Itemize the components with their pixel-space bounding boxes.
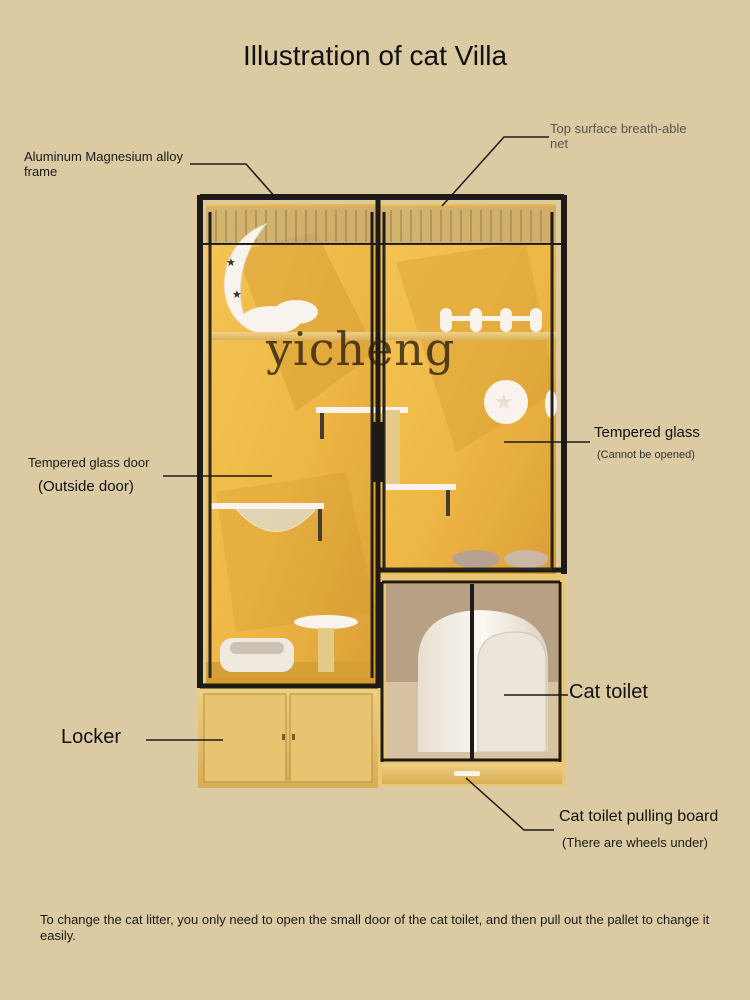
clear-hammock <box>235 508 317 532</box>
cat-villa-illustration: ★ ★ ★ <box>197 194 567 788</box>
label-cat-toilet: Cat toilet <box>569 681 648 703</box>
side-table-leg <box>318 628 334 672</box>
food-bowl <box>504 550 548 568</box>
label-glass-door-sub: (Outside door) <box>38 478 134 495</box>
cat-bed-inner <box>230 642 284 654</box>
locker-door-left <box>203 693 287 783</box>
label-tempered-glass: Tempered glass <box>594 424 700 441</box>
label-locker: Locker <box>61 726 122 748</box>
toilet-door-divider <box>470 584 474 760</box>
food-bowl <box>452 550 500 568</box>
star-platform <box>484 380 528 424</box>
label-frame: Aluminum Magnesium alloy frame <box>24 149 183 179</box>
locker-door-right <box>289 693 373 783</box>
fence-decoration <box>440 308 542 332</box>
label-tempered-glass-sub: (Cannot be opened) <box>597 449 695 461</box>
door-handle <box>380 422 383 482</box>
label-top-net: Top surface breath-able net <box>550 121 687 151</box>
net-lines <box>215 210 542 242</box>
leader-line-top-net <box>441 136 549 207</box>
aluminum-frame <box>197 194 567 762</box>
small-shelf <box>316 407 408 413</box>
side-table <box>294 615 358 629</box>
leader-line-frame <box>190 163 277 199</box>
watermark: yicheng <box>266 322 456 376</box>
pulling-board-handle <box>454 771 480 776</box>
footnote: To change the cat litter, you only need … <box>40 912 710 943</box>
leader-line-pulling-board <box>465 777 554 831</box>
label-pulling-board-sub: (There are wheels under) <box>562 835 708 850</box>
shelf-bracket <box>318 509 322 541</box>
locker-knob <box>282 734 285 740</box>
shelf-bracket <box>446 490 450 516</box>
star-icon: ★ <box>494 389 514 414</box>
door-handle <box>373 422 376 482</box>
hammock-shelf <box>210 503 324 509</box>
star-icon: ★ <box>226 257 236 269</box>
cloud-decoration <box>274 300 318 324</box>
shelf-bracket <box>320 413 324 439</box>
litter-box-entrance <box>477 631 547 753</box>
label-pulling-board: Cat toilet pulling board <box>559 808 719 825</box>
page-title: Illustration of cat Villa <box>242 40 508 71</box>
star-icon: ★ <box>232 289 242 301</box>
scratching-post <box>382 410 400 484</box>
glass-sheen <box>384 244 552 570</box>
right-chamber-background <box>380 204 556 574</box>
label-glass-door: Tempered glass door <box>28 455 150 470</box>
small-shelf <box>386 484 456 490</box>
glass-sheen <box>206 244 372 678</box>
locker-knob <box>292 734 295 740</box>
